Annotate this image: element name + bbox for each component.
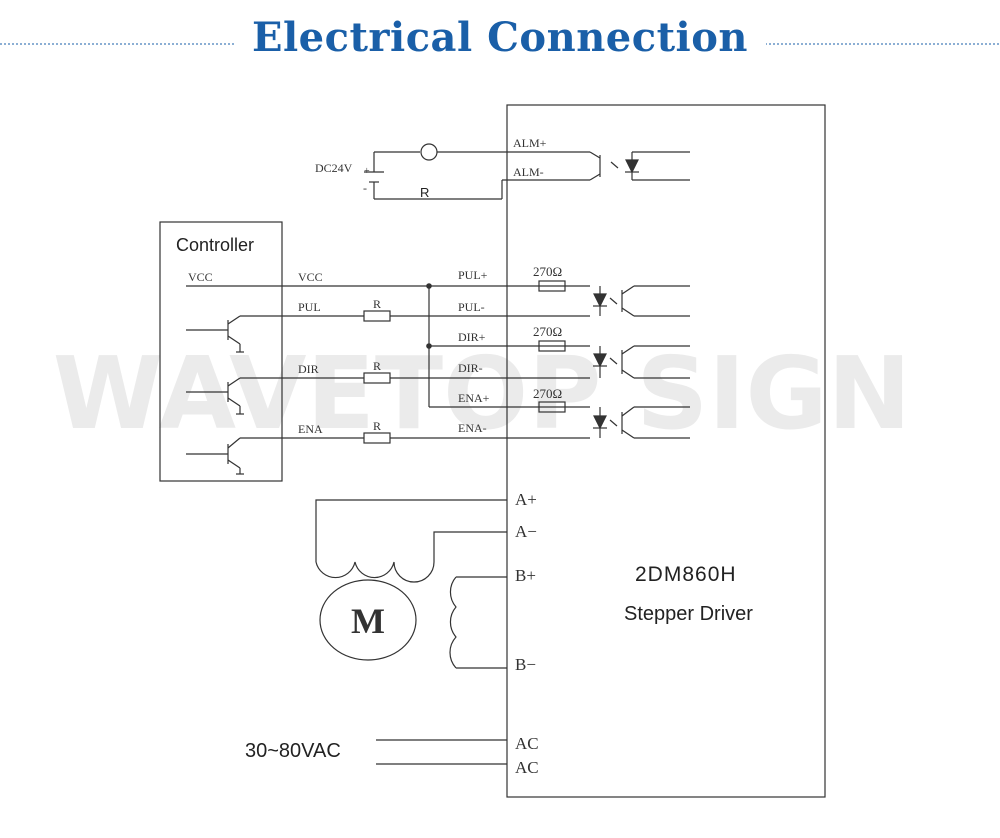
- driver-name: Stepper Driver: [624, 603, 753, 625]
- coil-b: [449, 576, 457, 669]
- pul-minus-label: PUL-: [458, 300, 485, 314]
- ac-label-1: AC: [515, 734, 539, 753]
- battery-plus: +: [364, 166, 370, 177]
- junction-dot: [426, 283, 432, 289]
- a-minus-label: A−: [515, 522, 537, 541]
- ena-r-label: R: [373, 419, 381, 433]
- ena-minus-label: ENA-: [458, 421, 487, 435]
- alm-opto-emitter: [589, 173, 601, 181]
- dir-label: DIR: [298, 362, 319, 376]
- dir-optocoupler: [593, 345, 690, 379]
- alm-plus-label: ALM+: [513, 136, 547, 150]
- alarm-load: [420, 143, 438, 161]
- pul-ohm-label: 270Ω: [533, 264, 562, 279]
- ena-transistor: [186, 437, 244, 475]
- ena-ohm-resistor: [538, 401, 566, 413]
- vcc-label: VCC: [298, 270, 323, 284]
- pul-r-label: R: [373, 297, 381, 311]
- ac-label-2: AC: [515, 758, 539, 777]
- motor-circle: [319, 579, 417, 661]
- ena-optocoupler: [593, 406, 690, 439]
- controller-box: [159, 221, 283, 482]
- alm-resistor-label: R: [420, 185, 429, 200]
- ena-label: ENA: [298, 422, 323, 436]
- ena-plus-label: ENA+: [458, 391, 490, 405]
- pul-plus-label: PUL+: [458, 268, 488, 282]
- junction-dot: [426, 343, 432, 349]
- coil-b-wires: [456, 576, 507, 669]
- driver-model: 2DM860H: [635, 563, 737, 586]
- pul-transistor: [186, 315, 244, 353]
- controller-label: Controller: [176, 235, 254, 255]
- battery-minus: -: [363, 181, 367, 195]
- b-plus-label: B+: [515, 566, 536, 585]
- pul-label: PUL: [298, 300, 321, 314]
- watermark: WAVETOP SIGN: [53, 335, 911, 452]
- dir-ohm-label: 270Ω: [533, 324, 562, 339]
- alm-opto-collector: [589, 151, 601, 159]
- coil-a-wires: [315, 499, 507, 562]
- pul-ohm-resistor: [538, 280, 566, 292]
- ac-voltage-label: 30~80VAC: [245, 740, 341, 762]
- dc24v-label: DC24V: [315, 161, 353, 175]
- dir-transistor: [186, 377, 244, 415]
- alm-led: [625, 159, 639, 174]
- dir-ohm-resistor: [538, 340, 566, 352]
- page-title: Electrical Connection: [0, 14, 1000, 61]
- controller-vcc-label: VCC: [188, 270, 213, 284]
- dir-r-label: R: [373, 359, 381, 373]
- b-minus-label: B−: [515, 655, 536, 674]
- motor-label: M: [351, 601, 385, 641]
- pul-optocoupler: [593, 285, 690, 317]
- a-plus-label: A+: [515, 490, 537, 509]
- coil-a: [315, 561, 435, 583]
- ena-ohm-label: 270Ω: [533, 386, 562, 401]
- alm-opto-light: [610, 161, 619, 169]
- driver-box: [506, 104, 826, 798]
- pul-resistor: [363, 310, 391, 322]
- dir-minus-label: DIR-: [458, 361, 483, 375]
- dir-plus-label: DIR+: [458, 330, 486, 344]
- alm-minus-label: ALM-: [513, 165, 544, 179]
